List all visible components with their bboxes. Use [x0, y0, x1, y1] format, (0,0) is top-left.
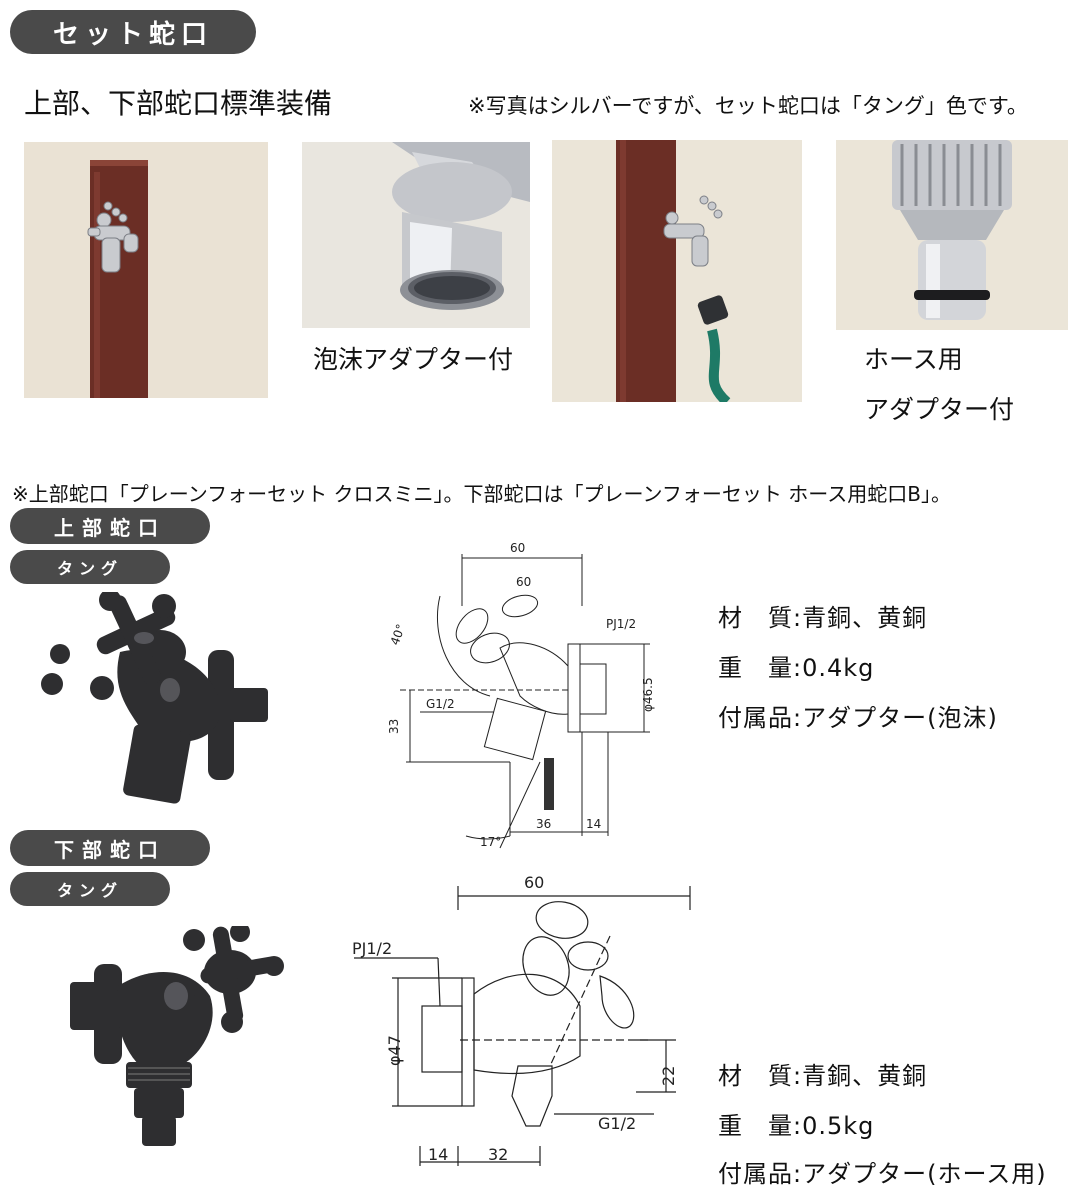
- lower-color-label: タング: [10, 872, 170, 906]
- dim-upper-b1: 36: [536, 817, 551, 831]
- dim-upper-angle: 40°: [388, 622, 408, 647]
- dim-lower-dia: φ47: [385, 1035, 404, 1066]
- dim-lower-g: G1/2: [598, 1114, 636, 1133]
- photo-hose-adapter: [836, 140, 1068, 330]
- lower-dimension-drawing: 60 PJ1/2 φ47 22 G1/2 14 32: [352, 873, 691, 1166]
- dim-lower-b1: 14: [428, 1145, 448, 1164]
- model-note: ※上部蛇口「プレーンフォーセット クロスミニ」。下部蛇口は「プレーンフォーセット…: [12, 482, 951, 506]
- lower-faucet-image: [70, 926, 284, 1154]
- dim-upper-g: G1/2: [426, 697, 455, 711]
- color-note: ※写真はシルバーですが、セット蛇口は「タング」色です。: [468, 94, 1028, 118]
- upper-spec-weight: 重 量:0.4kg: [718, 654, 875, 682]
- dim-upper-ang2: 17°: [480, 835, 501, 849]
- lower-spec-accessory: 付属品:アダプター(ホース用): [718, 1160, 1047, 1188]
- dim-upper-top: 60: [510, 541, 525, 555]
- section-title: セット蛇口: [10, 10, 256, 54]
- caption-hose-adapter-2: アダプター付: [864, 395, 1015, 424]
- dim-lower-h: 22: [659, 1066, 678, 1086]
- dim-upper-pj: PJ1/2: [606, 617, 636, 631]
- dim-upper-h: 33: [387, 719, 401, 734]
- dim-upper-dia: φ46.5: [641, 677, 655, 712]
- caption-foam-adapter: 泡沫アダプター付: [313, 345, 514, 374]
- lower-faucet-label: 下部蛇口: [10, 830, 210, 866]
- upper-color-label: タング: [10, 550, 170, 584]
- upper-faucet-image: [40, 592, 280, 814]
- photo-post-faucet: [24, 142, 268, 398]
- dim-upper-b2: 14: [586, 817, 601, 831]
- caption-hose-adapter-1: ホース用: [864, 345, 963, 374]
- upper-faucet-label: 上部蛇口: [10, 508, 210, 544]
- standard-equipment-text: 上部、下部蛇口標準装備: [24, 87, 333, 120]
- upper-spec-material: 材 質:青銅、黄銅: [718, 604, 928, 632]
- dim-upper-handle: 60: [516, 575, 531, 589]
- dim-lower-b2: 32: [488, 1145, 508, 1164]
- dim-lower-pj: PJ1/2: [352, 939, 392, 958]
- upper-spec-accessory: 付属品:アダプター(泡沫): [718, 704, 998, 732]
- dim-lower-top: 60: [524, 873, 544, 892]
- photo-post-hose: [552, 140, 802, 402]
- upper-dimension-drawing: 60 60 40° PJ1/2 φ46.5 G1/2 33 36 14 17°: [387, 541, 655, 849]
- lower-spec-material: 材 質:青銅、黄銅: [718, 1062, 928, 1090]
- lower-spec-weight: 重 量:0.5kg: [718, 1112, 875, 1140]
- photo-foam-adapter: [302, 142, 530, 328]
